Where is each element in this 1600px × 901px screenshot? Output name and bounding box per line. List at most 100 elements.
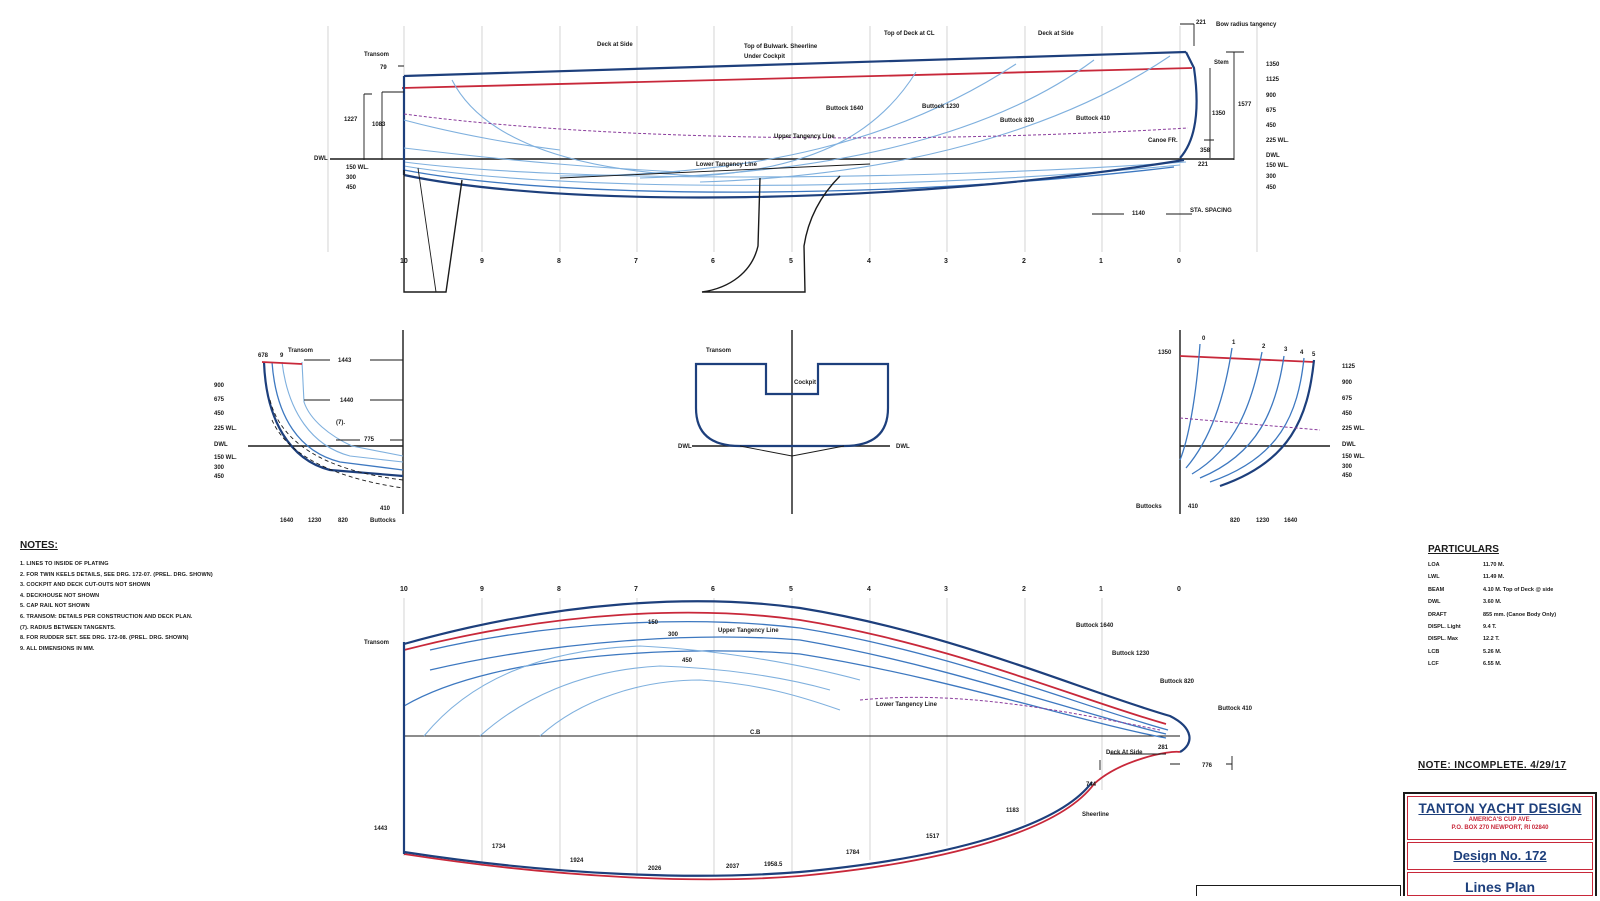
plan-wl-300: 300	[668, 632, 679, 638]
profile-wl-right-2: 900	[1266, 93, 1277, 99]
label-upper-tangency: Upper Tangency Line	[774, 134, 835, 140]
plan-station-1: 1	[1099, 586, 1103, 593]
revision-box	[1196, 885, 1401, 896]
fwd-wl-2: 675	[1342, 396, 1353, 402]
profile-wl-left-0: 150 WL.	[346, 165, 369, 171]
transom-label: Transom	[706, 348, 731, 354]
profile-dim-right	[1092, 23, 1244, 215]
plan-sheer-upper	[403, 611, 1167, 725]
design-number: Design No. 172	[1407, 842, 1593, 870]
plan-label-lower-tangency: Lower Tangency Line	[876, 702, 938, 708]
label-buttock-410: Buttock 410	[1076, 116, 1111, 122]
profile-wl-right-4: 450	[1266, 123, 1277, 129]
plan-view: 10 9 8 7 6 5 4 3 2 1 0 Transom Upper Tan…	[364, 586, 1253, 881]
particulars-value: 11.70 M.	[1483, 562, 1505, 568]
notes-heading: NOTES:	[20, 540, 58, 551]
profile-stem	[1179, 51, 1198, 159]
profile-station-1: 1	[1099, 258, 1103, 265]
profile-wl-right-8: 300	[1266, 174, 1277, 180]
plan-wl-150: 150	[648, 620, 659, 626]
note-item: 5. CAP RAIL NOT SHOWN	[20, 603, 90, 610]
dim-358: 358	[1200, 148, 1211, 154]
particulars-key: DWL	[1428, 599, 1441, 606]
profile-buttock-1230	[559, 63, 1017, 177]
profile-wl-right-9: 450	[1266, 185, 1277, 191]
particulars-key: DRAFT	[1428, 611, 1447, 618]
profile-buttock-410	[699, 55, 1171, 183]
dim-79: 79	[380, 65, 387, 71]
profile-wl-right-5: 225 WL.	[1266, 138, 1289, 144]
plan-deck-lower-inner	[403, 781, 1093, 877]
aft-wl-0: 900	[214, 383, 225, 389]
label-bow-radius: Bow radius tangency	[1216, 22, 1277, 28]
particulars-row: LCB 5.26 M.	[1428, 646, 1598, 658]
plan-station-10: 10	[400, 586, 408, 593]
plan-buttock-a	[429, 621, 1169, 731]
fwd-section-3	[1199, 355, 1285, 479]
plan-station-2: 2	[1022, 586, 1026, 593]
aft-label-transom: Transom	[288, 348, 313, 354]
plan-wl-450: 450	[682, 658, 693, 664]
plan-waterline-150	[423, 645, 861, 737]
label-deck-at-side-fwd: Deck at Side	[1038, 31, 1074, 37]
label-stem: Stem	[1214, 60, 1229, 66]
notes-block: NOTES: 1. LINES TO INSIDE OF PLATING 2. …	[20, 540, 280, 654]
profile-station-9: 9	[480, 258, 484, 265]
plan-hb-1924: 1924	[570, 858, 584, 864]
aft-section-transom	[301, 361, 404, 457]
aft-section-dashed	[269, 399, 404, 489]
plan-tangency-dashed	[859, 696, 1161, 731]
aft-wl-6: 300	[214, 465, 225, 471]
plan-station-grid	[403, 598, 1103, 876]
fwd-wl-0: 1125	[1342, 364, 1356, 370]
particulars-value: 5.26 M.	[1483, 648, 1502, 655]
notes-list: 1. LINES TO INSIDE OF PLATING 2. FOR TWI…	[20, 559, 280, 654]
aft-wl-2: 450	[214, 411, 225, 417]
plan-buttock-b	[429, 636, 1167, 735]
profile-wl-300	[403, 164, 1181, 186]
profile-lower-tangency	[559, 163, 871, 179]
fwd-wl-3: 450	[1342, 411, 1353, 417]
plan-hb-1784: 1784	[846, 850, 860, 856]
dim-221-top: 221	[1196, 20, 1207, 26]
plan-label-deck-at-side: Deck At Side	[1106, 750, 1143, 756]
fwd-sheer	[1179, 355, 1315, 363]
profile-upper-tangency	[403, 113, 1189, 139]
fwd-wl-8: 450	[1342, 473, 1353, 479]
profile-canoe-bottom	[403, 158, 1185, 199]
profile-wl-left-1: 300	[346, 175, 357, 181]
aft-dim-775: 775	[364, 437, 375, 443]
particulars-key: DISPL. Light	[1428, 623, 1461, 630]
transom-dwl-right: DWL	[896, 444, 910, 450]
plan-hb-1183: 1183	[1006, 808, 1020, 814]
plan-station-5: 5	[789, 586, 793, 593]
fwd-wl-6: 150 WL.	[1342, 454, 1365, 460]
profile-station-4: 4	[867, 258, 871, 265]
fwd-wl-4: 225 WL.	[1342, 426, 1365, 432]
sheet-title: Lines Plan	[1407, 872, 1593, 896]
aft-dim-1443: 1443	[338, 358, 352, 364]
label-canoe-fr: Canoe FR.	[1148, 138, 1178, 144]
plan-label-sheerline: Sheerline	[1082, 812, 1110, 818]
fwd-label-3: 3	[1284, 347, 1288, 353]
note-item: 8. FOR RUDDER SET. SEE DRG. 172-08. (PRE…	[20, 635, 189, 642]
fwd-section-5	[1219, 359, 1316, 488]
plan-station-3: 3	[944, 586, 948, 593]
particulars-key: LCB	[1428, 648, 1440, 655]
fwd-upper-tangency	[1179, 417, 1321, 431]
particulars-value: 4.10 M. Top of Deck @ side	[1483, 586, 1554, 593]
note-item: 6. TRANSOM: DETAILS PER CONSTRUCTION AND…	[20, 613, 193, 620]
note-item: (7). RADIUS BETWEEN TANGENTS.	[20, 624, 116, 631]
particulars-heading: PARTICULARS	[1428, 544, 1499, 555]
fwd-dim-1350: 1350	[1158, 350, 1172, 356]
profile-wl-left-2: 450	[346, 185, 357, 191]
fwd-section-0	[1179, 343, 1201, 461]
dim-1350: 1350	[1212, 111, 1226, 117]
transom-outline	[694, 362, 890, 448]
label-buttock-820: Buttock 820	[1000, 118, 1035, 124]
plan-waterline-300	[479, 665, 831, 737]
particulars-key: LWL	[1428, 574, 1440, 581]
